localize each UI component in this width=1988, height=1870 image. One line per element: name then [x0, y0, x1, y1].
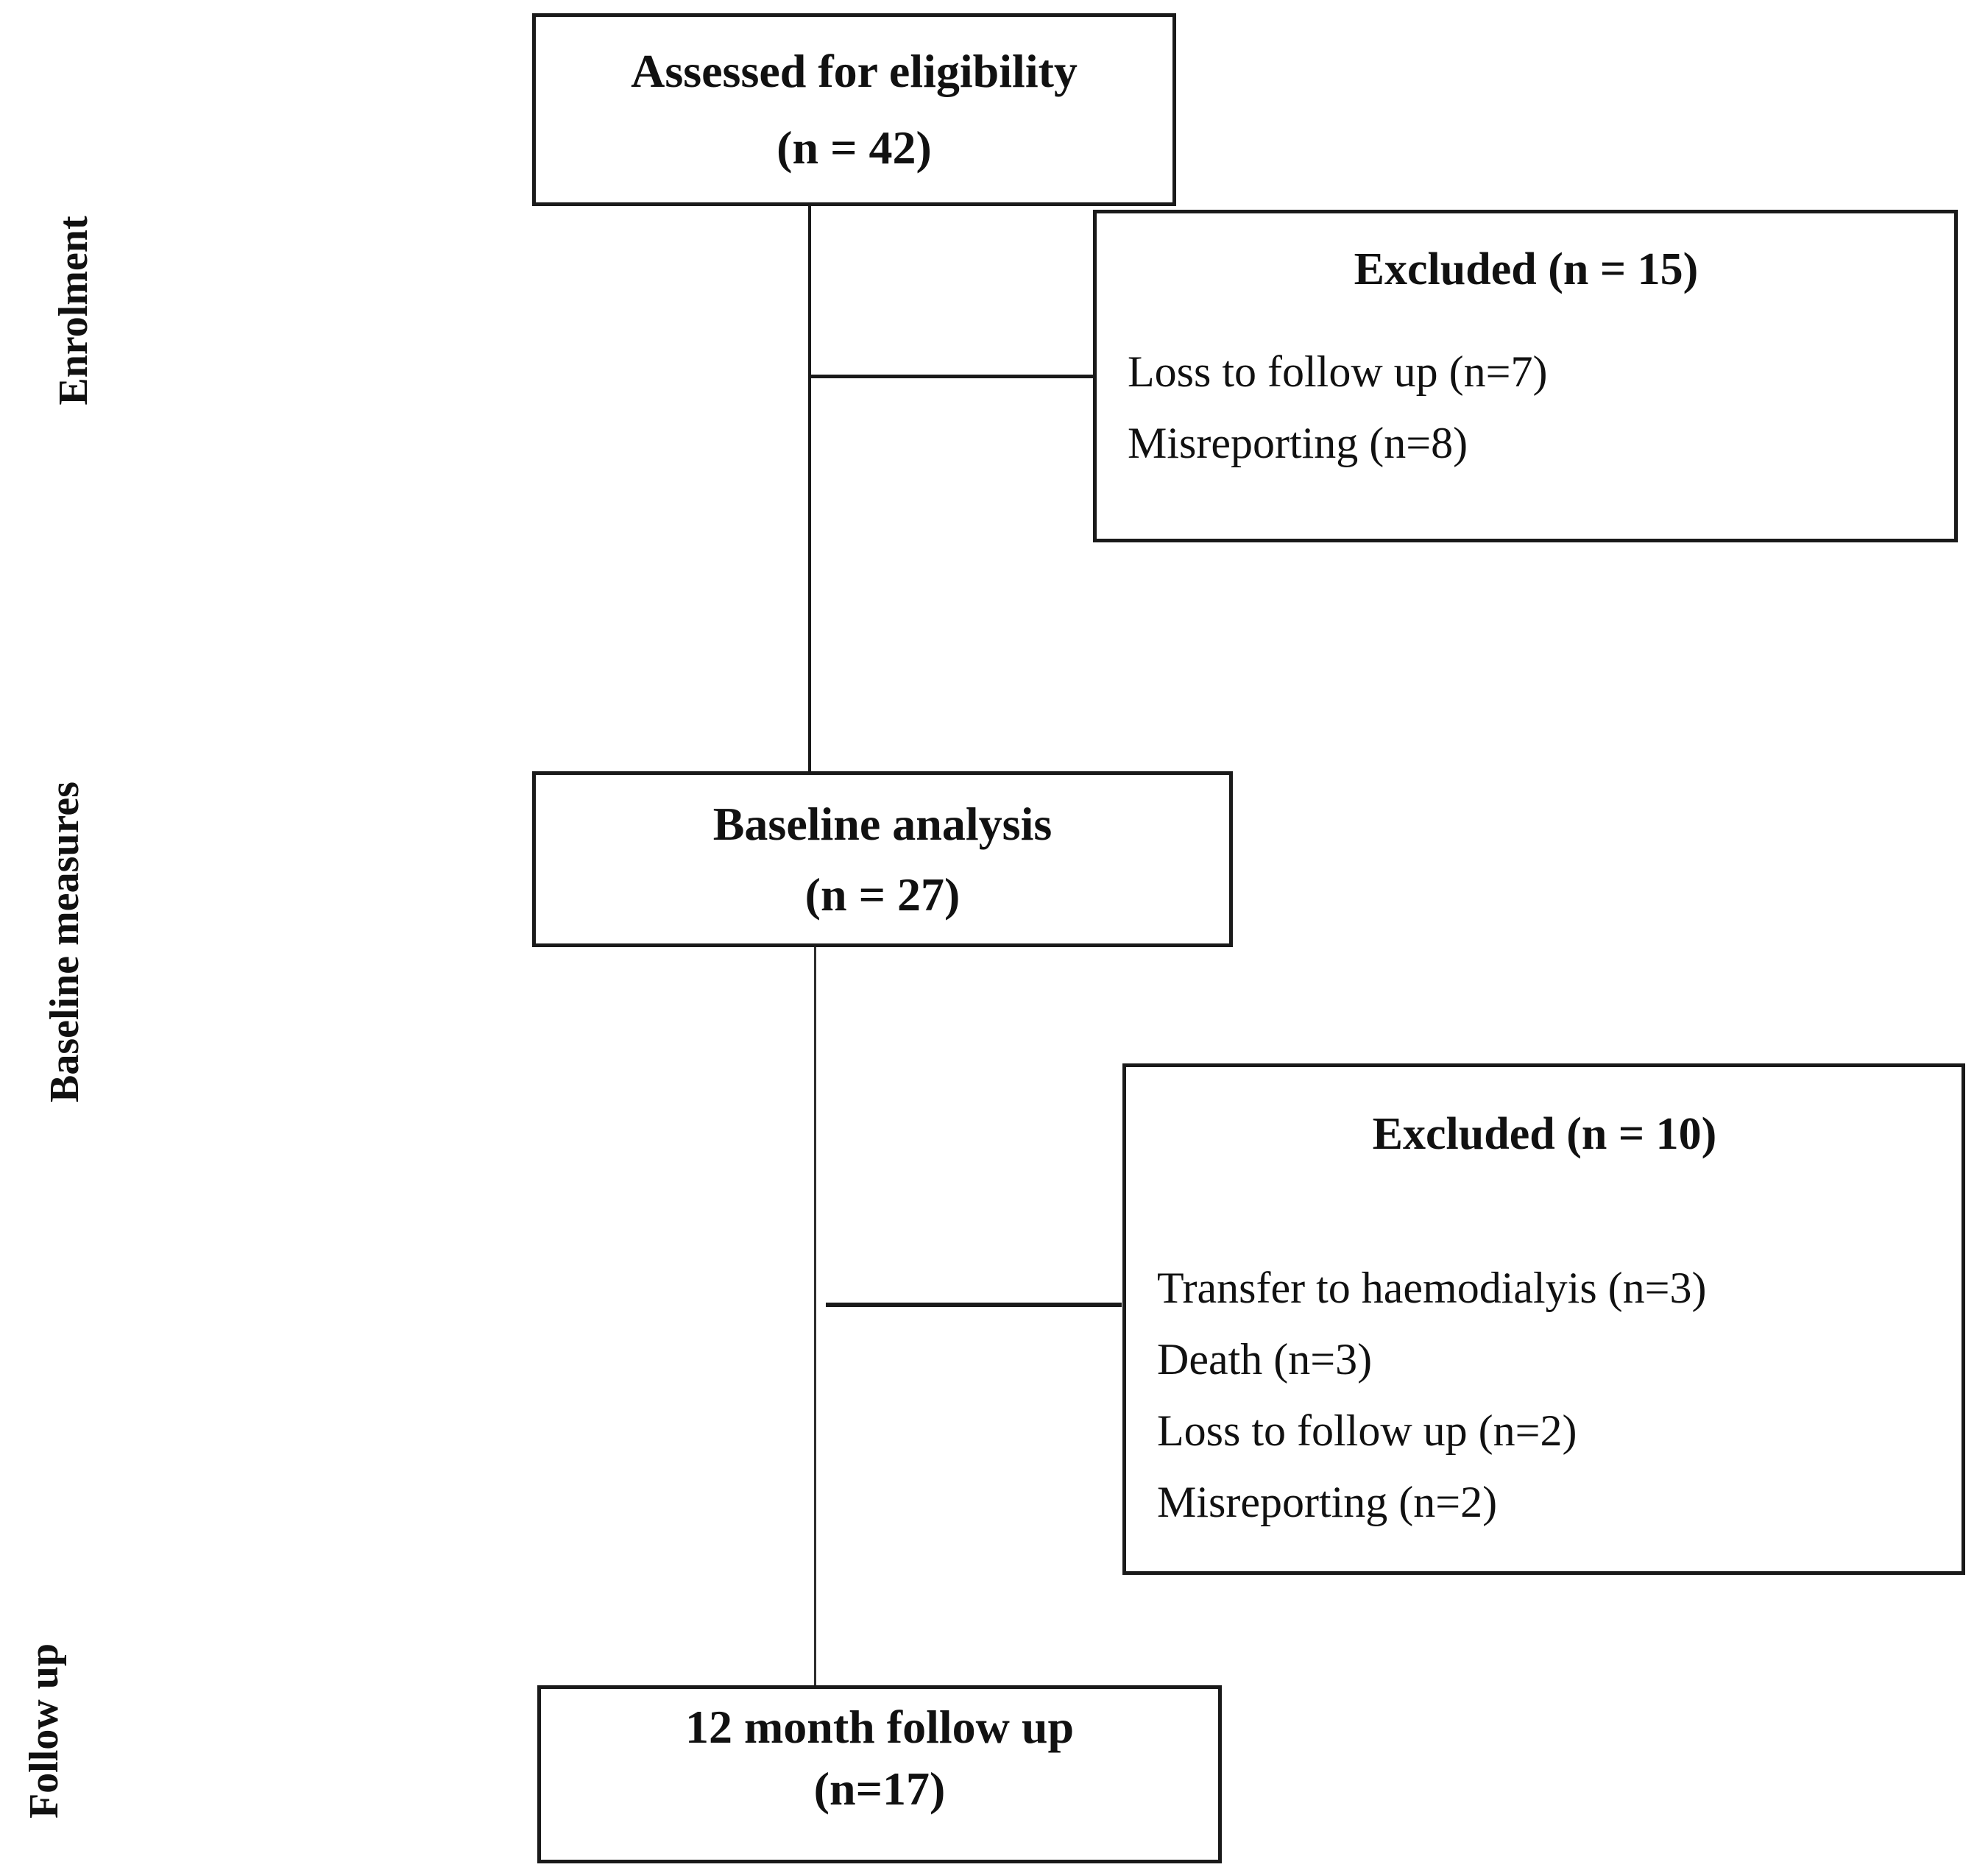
- connector-vertical-baseline-to-followup: [814, 947, 816, 1687]
- excluded-1-title: Excluded (n = 15): [1354, 244, 1699, 294]
- flow-box-excluded-1: Excluded (n = 15) Loss to follow up (n=7…: [1093, 210, 1958, 542]
- flow-box-excluded-2: Excluded (n = 10) Transfer to haemodialy…: [1122, 1063, 1965, 1575]
- connector-vertical-assessed-to-baseline: [808, 206, 811, 773]
- excluded-2-item: Loss to follow up (n=2): [1157, 1406, 1577, 1455]
- connector-horizontal-to-excluded-2: [826, 1303, 1122, 1307]
- excluded-1-items: Loss to follow up (n=7) Misreporting (n=…: [1128, 336, 1925, 479]
- followup-count: (n=17): [813, 1762, 946, 1815]
- excluded-2-items: Transfer to haemodialyis (n=3) Death (n=…: [1157, 1253, 1932, 1538]
- flow-box-followup: 12 month follow up (n=17): [537, 1685, 1222, 1863]
- excluded-1-item: Loss to follow up (n=7): [1128, 347, 1548, 396]
- connector-horizontal-to-excluded-1: [810, 375, 1094, 378]
- stage-label-baseline-measures: Baseline measures: [42, 781, 88, 1103]
- baseline-title: Baseline analysis: [712, 797, 1053, 850]
- excluded-2-item: Misreporting (n=2): [1157, 1478, 1498, 1526]
- excluded-2-item: Transfer to haemodialyis (n=3): [1157, 1264, 1707, 1312]
- stage-label-enrolment: Enrolment: [51, 216, 96, 405]
- followup-title: 12 month follow up: [685, 1700, 1075, 1753]
- baseline-count: (n = 27): [804, 868, 961, 921]
- flow-box-baseline: Baseline analysis (n = 27): [532, 771, 1233, 947]
- excluded-2-title: Excluded (n = 10): [1372, 1109, 1717, 1159]
- stage-label-follow-up: Follow up: [21, 1643, 67, 1819]
- excluded-1-item: Misreporting (n=8): [1128, 419, 1468, 467]
- excluded-2-item: Death (n=3): [1157, 1335, 1373, 1384]
- assessed-count: (n = 42): [777, 121, 932, 174]
- flow-box-assessed: Assessed for eligibility (n = 42): [532, 13, 1176, 206]
- assessed-title: Assessed for eligibility: [631, 45, 1078, 97]
